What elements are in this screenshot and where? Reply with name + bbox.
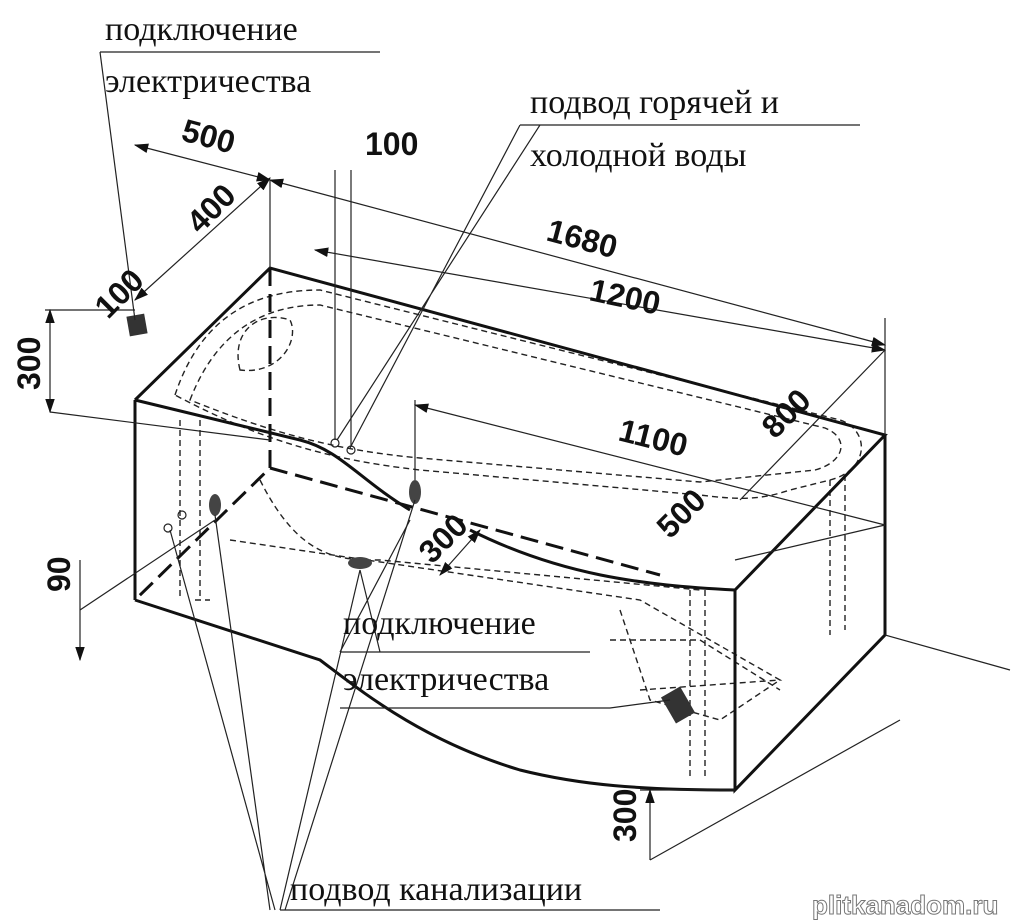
label-electric-top-2: электричества (105, 63, 311, 100)
label-electric-top: подключение (105, 11, 298, 48)
dim-300-mid: 300 (411, 507, 474, 570)
label-electric-bottom-2: электричества (343, 661, 549, 698)
label-drain: подвод канализации (290, 871, 582, 908)
dim-1680: 1680 (543, 212, 621, 265)
label-water-supply-2: холодной воды (530, 137, 747, 174)
dim-800: 800 (754, 382, 817, 445)
dim-500-top: 500 (178, 112, 239, 161)
water-inlet-icon (163, 523, 173, 533)
drain-outlet-icon (209, 494, 221, 516)
label-electric-bottom: подключение (343, 605, 536, 642)
dim-300-bottom: 300 (607, 789, 643, 842)
tub-hidden-contours (174, 289, 863, 780)
dim-100-top: 100 (365, 126, 418, 162)
drain-outlet-icon (409, 480, 421, 504)
fittings (126, 313, 696, 724)
tub-outline (133, 266, 888, 794)
water-inlet-icon (177, 510, 187, 520)
electric-socket-bottom-icon (660, 686, 696, 724)
dimension-lines (45, 51, 1011, 911)
dim-500-right: 500 (649, 482, 712, 545)
label-water-supply: подвод горячей и (530, 84, 779, 121)
dim-300-left: 300 (11, 337, 47, 390)
dim-1100: 1100 (615, 412, 691, 464)
drain-outlet-icon (348, 557, 372, 569)
electric-socket-top-icon (126, 313, 148, 337)
watermark: plitkanadom.ru (812, 890, 998, 920)
dim-90: 90 (41, 556, 77, 592)
dim-1200: 1200 (587, 272, 664, 322)
water-inlet-icon (330, 438, 340, 448)
dim-400: 400 (179, 177, 242, 240)
